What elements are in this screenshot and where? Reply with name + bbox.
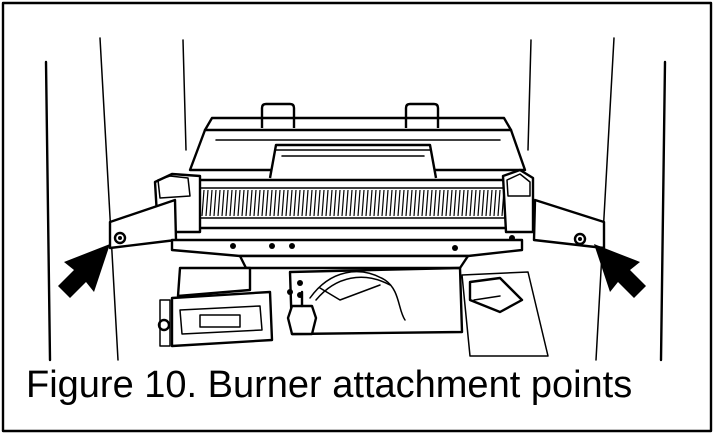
wire-bundle <box>309 271 406 321</box>
rear-tab-left <box>260 102 296 128</box>
arrow-left-icon <box>58 244 110 298</box>
attachment-screw-left <box>113 231 127 245</box>
right-bracket <box>532 198 606 250</box>
attachment-screw-right <box>573 232 587 246</box>
gas-fitting <box>286 304 318 336</box>
cabinet-left-side <box>44 37 187 362</box>
cabinet-right-side <box>527 37 667 362</box>
lower-assembly <box>157 266 549 357</box>
burner-tray <box>188 116 527 179</box>
rear-tab-right <box>404 102 440 128</box>
figure-caption: Figure 10. Burner attachment points <box>26 364 633 406</box>
arrow-right-icon <box>594 244 646 298</box>
burner-ribbon <box>178 178 512 230</box>
manifold-bar <box>170 235 524 270</box>
burner-end-cap-right <box>501 168 535 234</box>
pilot-bracket <box>468 276 524 314</box>
